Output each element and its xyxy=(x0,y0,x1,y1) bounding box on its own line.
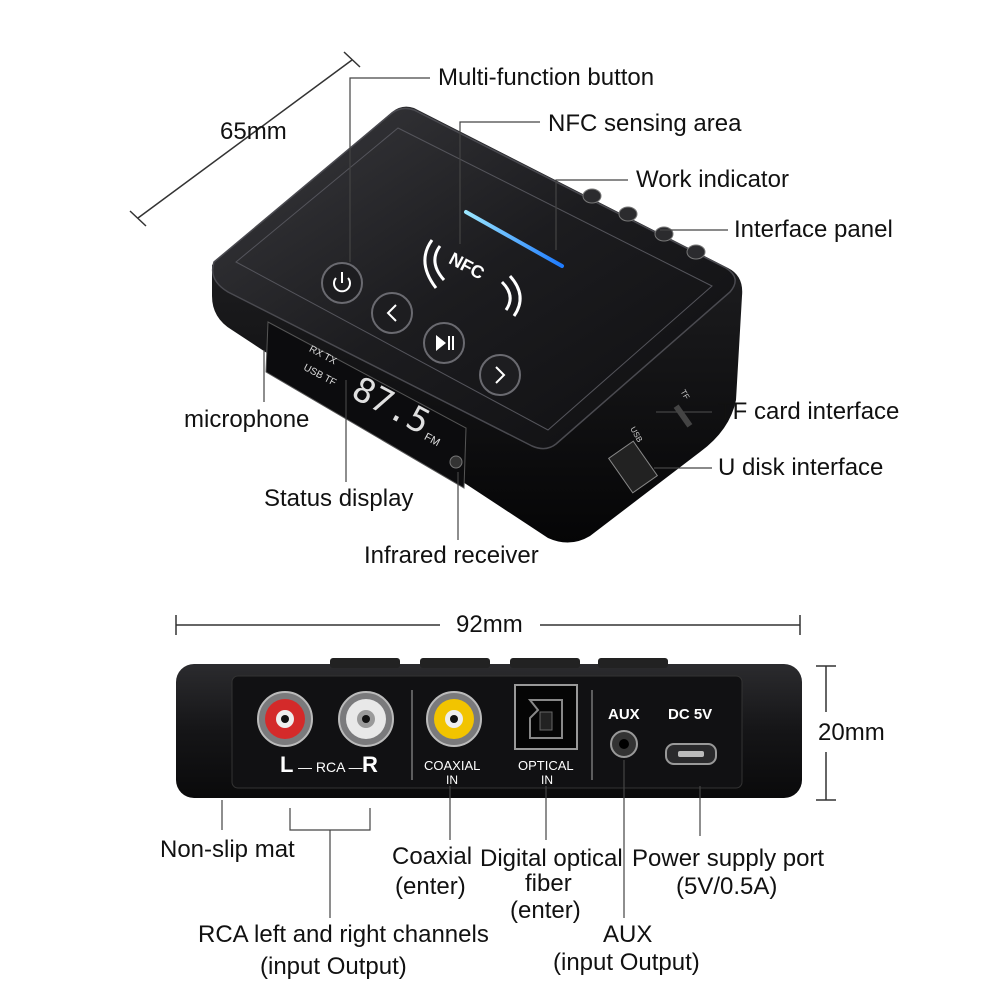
infrared-receiver-label: Infrared receiver xyxy=(364,542,539,569)
rca-mid-mark: — RCA — xyxy=(298,759,363,775)
rca-right-mark: R xyxy=(362,752,378,777)
multi-function-button-label: Multi-function button xyxy=(438,64,655,91)
power-button[interactable] xyxy=(321,262,363,304)
status-display-label: Status display xyxy=(264,485,414,512)
power-callout-line1: Power supply port xyxy=(632,845,825,872)
dimension-length-label: 92mm xyxy=(456,611,523,638)
work-indicator-light xyxy=(464,210,564,268)
previous-button[interactable] xyxy=(371,292,413,334)
non-slip-mat-label: Non-slip mat xyxy=(160,836,295,863)
aux-callout-line2: (input Output) xyxy=(553,949,700,976)
power-callout-line2: (5V/0.5A) xyxy=(676,873,778,900)
aux-mark: AUX xyxy=(608,706,640,723)
nfc-waves-icon xyxy=(423,239,522,317)
dimension-line-height xyxy=(816,665,836,801)
optical-top-mark: OPTICAL xyxy=(518,758,574,773)
next-button[interactable] xyxy=(479,354,521,396)
play-pause-button[interactable] xyxy=(423,322,465,364)
dimension-line-width xyxy=(129,51,361,227)
coaxial-jack[interactable] xyxy=(426,691,482,747)
rca-left-mark: L xyxy=(280,752,294,777)
coaxial-top-mark: COAXIAL xyxy=(424,758,481,773)
device-top-view xyxy=(211,106,743,543)
coaxial-callout-line1: Coaxial xyxy=(392,843,473,870)
dimension-width-label: 65mm xyxy=(220,118,287,145)
optical-bottom-mark: IN xyxy=(541,773,553,787)
nfc-sensing-area-label: NFC sensing area xyxy=(548,110,742,137)
rca-callout-line2: (input Output) xyxy=(260,953,407,980)
optical-port[interactable] xyxy=(514,684,578,750)
top-callout-leaders xyxy=(263,77,728,540)
coaxial-bottom-mark: IN xyxy=(446,773,458,787)
optical-callout-line1: Digital optical xyxy=(480,845,623,872)
rca-left-jack[interactable] xyxy=(257,691,313,747)
dc-mark: DC 5V xyxy=(668,706,713,723)
rca-mid-text: RCA xyxy=(315,759,345,775)
tf-slot xyxy=(673,404,693,428)
rca-callout-line1: RCA left and right channels xyxy=(198,921,489,948)
optical-callout-line2: fiber xyxy=(525,870,572,897)
infrared-receiver-dot xyxy=(449,455,463,469)
device-rear-view xyxy=(176,658,802,798)
aux-jack[interactable] xyxy=(610,730,638,758)
work-indicator-label: Work indicator xyxy=(636,166,789,193)
usb-port xyxy=(607,440,659,494)
microphone-label: microphone xyxy=(184,406,310,433)
optical-callout-line3: (enter) xyxy=(510,897,581,924)
u-disk-interface-label: U disk interface xyxy=(718,454,884,481)
rear-callout-leaders xyxy=(221,760,701,918)
dimension-height-label: 20mm xyxy=(818,719,885,746)
coaxial-callout-line2: (enter) xyxy=(395,873,466,900)
tf-card-interface-label: TF card interface xyxy=(718,398,900,425)
dimension-line-length xyxy=(175,615,801,635)
rca-right-jack[interactable] xyxy=(338,691,394,747)
rear-connector-stubs xyxy=(582,188,706,260)
aux-callout-line1: AUX xyxy=(603,921,653,948)
interface-panel-label: Interface panel xyxy=(734,216,893,243)
dc-power-port[interactable] xyxy=(665,743,717,765)
